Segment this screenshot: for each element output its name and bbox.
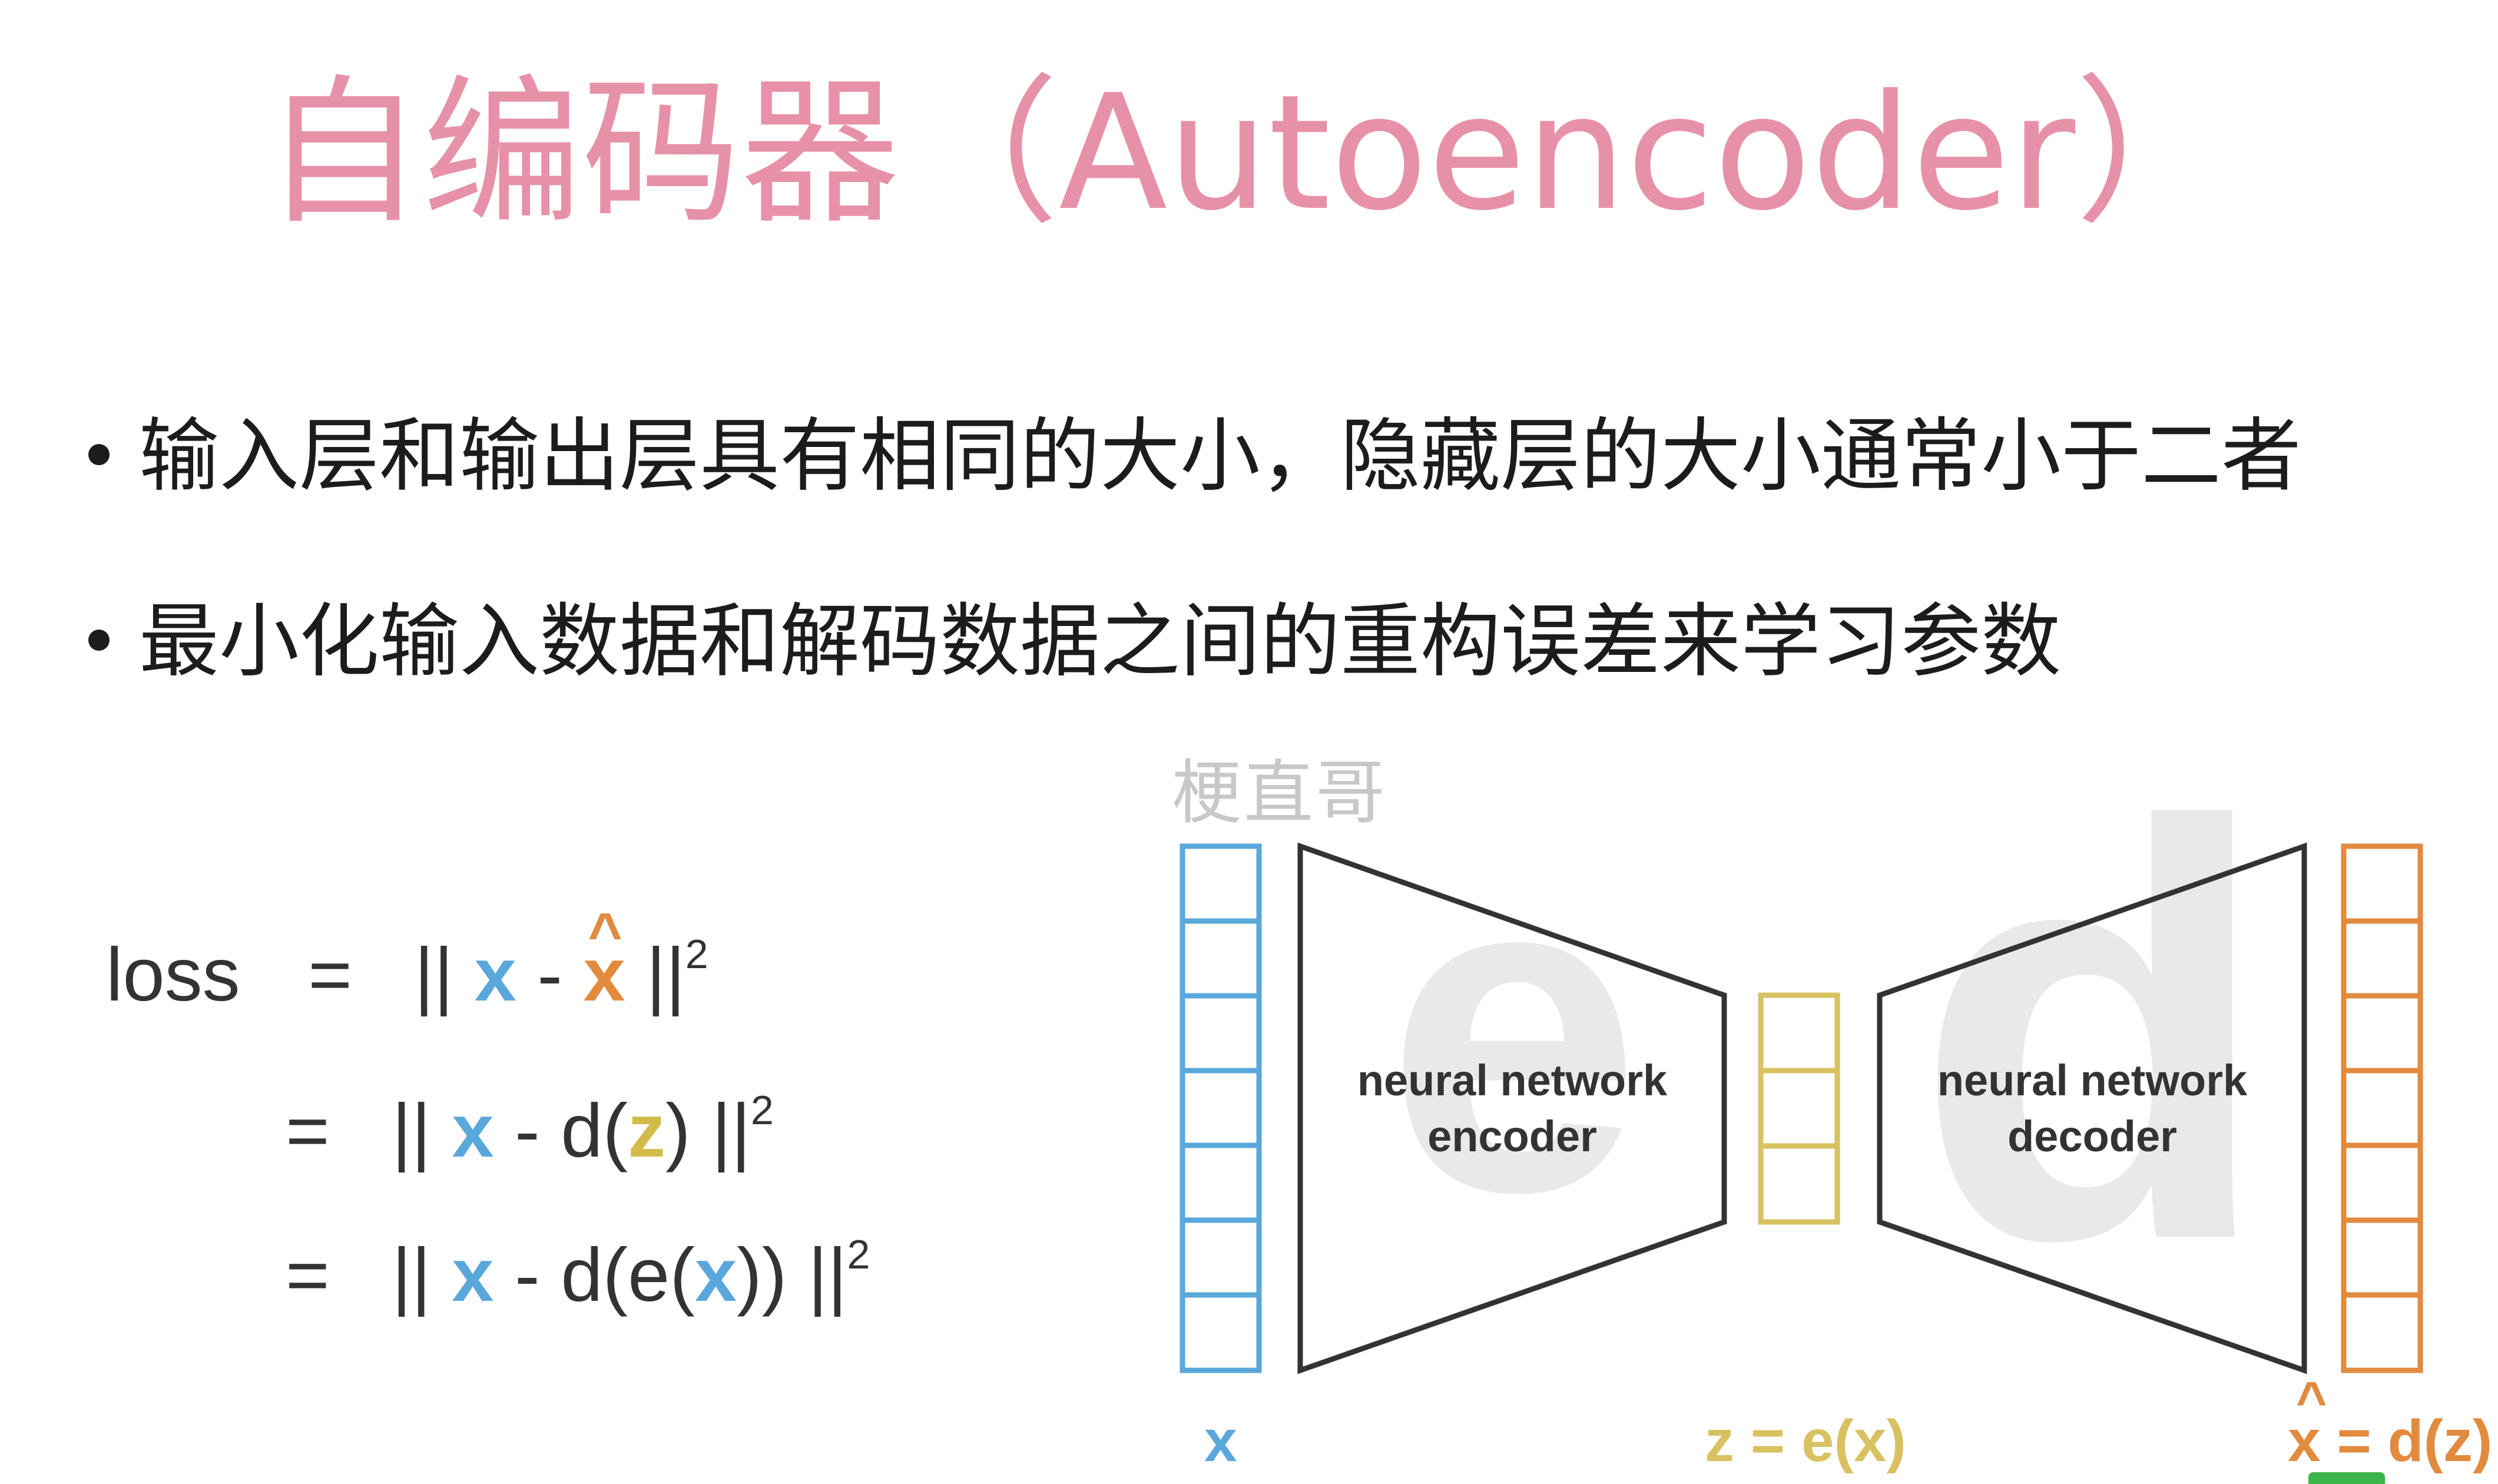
- var-x: x: [474, 933, 516, 1017]
- decoder-bg-letter: d: [1914, 704, 2274, 1362]
- var-z: z: [628, 1089, 666, 1173]
- var-x: x: [452, 1089, 494, 1173]
- minus-sign: -: [537, 933, 562, 1017]
- bullet-item: 输入层和输出层具有相同的大小，隐藏层的大小通常小于二者: [88, 406, 2301, 506]
- formula-line-full: = || x - d(e(x)) ||2: [286, 1210, 870, 1320]
- encoder-block: [1297, 842, 1727, 1374]
- input-vector: [1180, 843, 1262, 1373]
- var-xhat-letter: x: [583, 933, 625, 1017]
- var-x: x: [694, 1233, 737, 1317]
- exponent: 2: [847, 1231, 870, 1277]
- output-label: ^x = d(z): [2288, 1372, 2493, 1475]
- bullet-dot: [88, 443, 110, 465]
- norm-open: ||: [414, 933, 454, 1017]
- encoder-label-line2: encoder: [1427, 1112, 1597, 1161]
- decoder-block: [1877, 842, 2307, 1374]
- paren-open: (: [670, 1233, 695, 1317]
- green-tab-marker: [2308, 1472, 2385, 1484]
- bullet-item: 最小化输入数据和解码数据之间的重构误差来学习参数: [88, 592, 2061, 692]
- minus-sign: -: [515, 1233, 540, 1317]
- var-x: x: [452, 1233, 494, 1317]
- decoder-label-line2: decoder: [2007, 1112, 2177, 1161]
- bullet-text: 最小化输入数据和解码数据之间的重构误差来学习参数: [139, 595, 2061, 688]
- watermark: 梗直哥: [1172, 752, 1388, 833]
- bullet-dot: [88, 629, 110, 651]
- formula-line-loss: loss = || x - ^x ||2: [106, 901, 708, 1019]
- equals-sign: =: [286, 1233, 330, 1317]
- decoder-label-line1: neural network: [1937, 1056, 2248, 1105]
- norm-open: ||: [392, 1089, 431, 1173]
- norm-close: ||: [807, 1233, 847, 1317]
- exponent: 2: [685, 931, 708, 977]
- input-label: x: [1204, 1408, 1237, 1474]
- exponent: 2: [750, 1087, 774, 1133]
- paren-open: (: [602, 1089, 628, 1173]
- var-xhat: ^x: [583, 901, 625, 1019]
- latent-label: z = e(x): [1705, 1408, 1906, 1474]
- func-d: d: [561, 1089, 603, 1173]
- hat-accent: ^: [588, 901, 622, 967]
- output-hat-accent: ^: [2296, 1372, 2327, 1430]
- output-vector: [2341, 843, 2423, 1373]
- paren-close: ): [737, 1233, 762, 1317]
- encoder-bg-letter: e: [1386, 774, 1641, 1287]
- paren-open: (: [602, 1233, 628, 1317]
- loss-word: loss: [106, 933, 240, 1017]
- output-label-text: x = d(z): [2288, 1408, 2493, 1474]
- norm-close: ||: [711, 1089, 751, 1173]
- minus-sign: -: [515, 1089, 540, 1173]
- func-e: e: [628, 1233, 670, 1317]
- page-title: 自编码器（Autoencoder）: [263, 60, 2235, 246]
- paren-close: ): [761, 1233, 787, 1317]
- encoder-label-line1: neural network: [1357, 1056, 1668, 1105]
- paren-close: ): [665, 1089, 691, 1173]
- bullet-text: 输入层和输出层具有相同的大小，隐藏层的大小通常小于二者: [139, 410, 2301, 503]
- latent-vector: [1758, 992, 1840, 1225]
- equals-sign: =: [286, 1089, 330, 1173]
- norm-close: ||: [646, 933, 685, 1017]
- equals-sign: =: [308, 933, 352, 1017]
- func-d: d: [561, 1233, 603, 1317]
- norm-open: ||: [392, 1233, 431, 1317]
- formula-line-decoder: = || x - d(z) ||2: [286, 1066, 774, 1175]
